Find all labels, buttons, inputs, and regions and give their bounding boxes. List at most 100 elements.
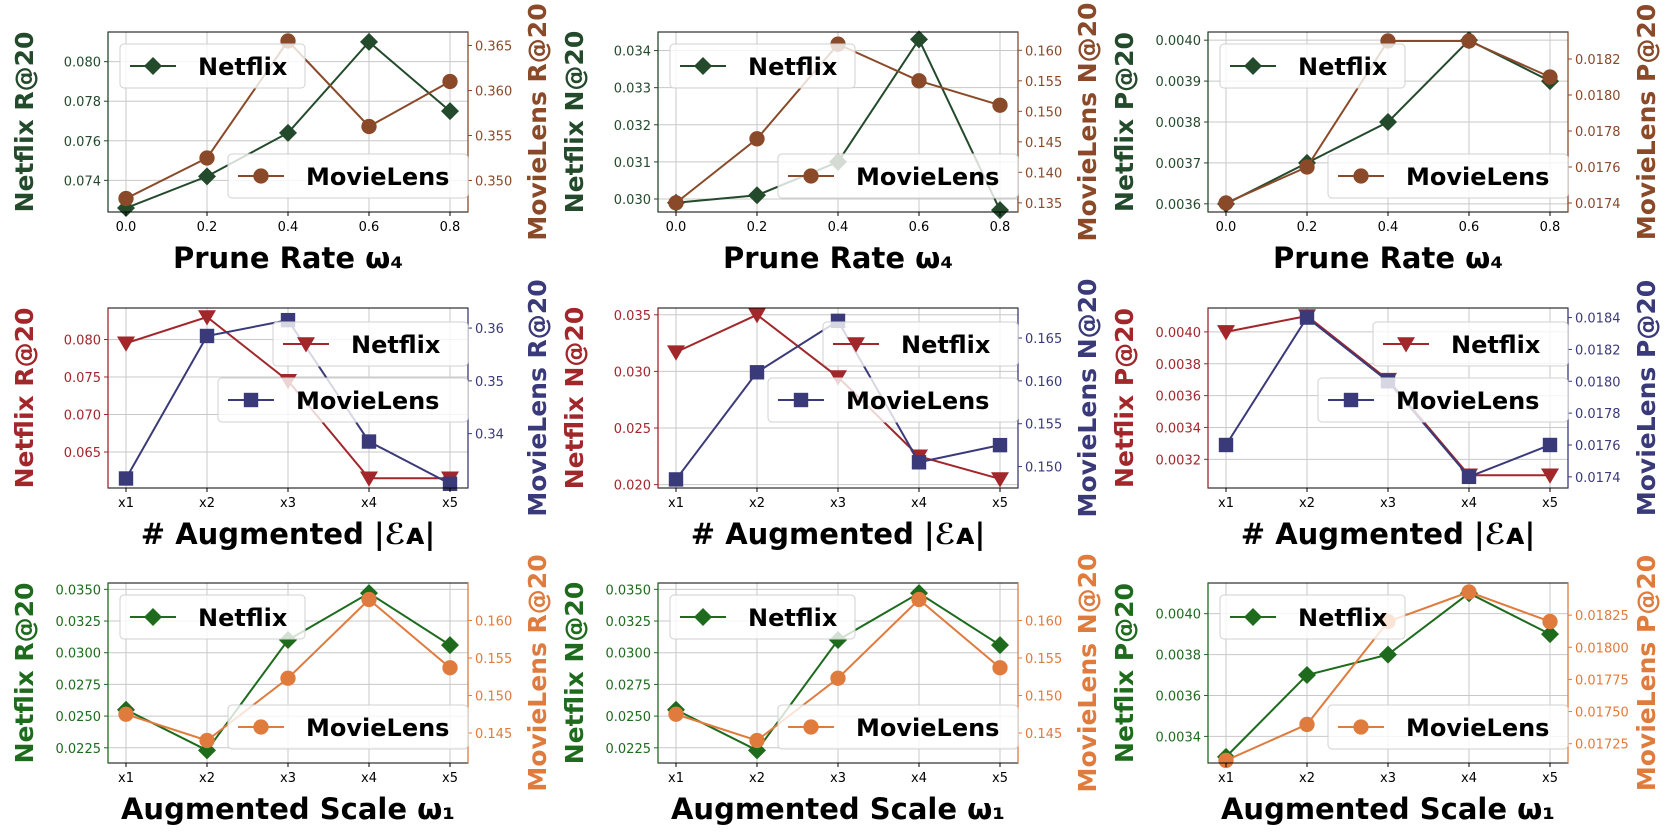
- legend-box: [1219, 43, 1406, 89]
- right-tick-label: 0.160: [1025, 375, 1062, 390]
- right-axis-label: MovieLens N@20: [1073, 3, 1102, 242]
- legend-netflix: Netflix: [119, 594, 306, 640]
- data-point-movielens: [668, 706, 684, 722]
- data-point-netflix: [991, 472, 1009, 488]
- data-point-netflix: [117, 336, 135, 352]
- data-point-movielens: [1299, 159, 1315, 175]
- right-tick-label: 0.165: [1025, 332, 1062, 347]
- left-tick-label: 0.070: [64, 409, 101, 424]
- legend-netflix: Netflix: [1372, 321, 1569, 367]
- left-axis-label: Netflix N@20: [560, 307, 589, 489]
- right-tick-label: 0.01775: [1575, 673, 1629, 688]
- left-tick-label: 0.0040: [1156, 34, 1202, 49]
- left-tick-label: 0.0036: [1156, 690, 1202, 705]
- data-point-movielens: [1461, 584, 1477, 600]
- right-tick-label: 0.365: [475, 40, 512, 55]
- right-tick-label: 0.0182: [1575, 343, 1621, 358]
- data-point-movielens: [118, 190, 134, 207]
- legend-marker: [1343, 392, 1359, 408]
- left-tick-label: 0.030: [614, 365, 651, 380]
- left-axis-label: Netflix R@20: [10, 32, 39, 213]
- left-tick-label: 0.0038: [1156, 649, 1202, 664]
- x-axis-label: # Augmented |ℰᴀ|: [691, 517, 985, 551]
- left-tick-label: 0.033: [614, 82, 651, 97]
- legend-movielens: MovieLens: [1327, 153, 1569, 199]
- legend-box: [822, 321, 1019, 367]
- x-tick-label: x5: [992, 496, 1008, 511]
- left-tick-label: 0.025: [614, 422, 651, 437]
- x-tick-label: 0.4: [278, 220, 299, 235]
- left-tick-label: 0.035: [614, 309, 651, 324]
- legend-marker: [253, 719, 269, 735]
- data-point-movielens: [1218, 195, 1234, 211]
- left-tick-label: 0.0225: [606, 742, 652, 757]
- data-point-netflix: [360, 471, 378, 487]
- legend-movielens: MovieLens: [217, 377, 469, 423]
- x-tick-label: x1: [118, 496, 134, 511]
- data-point-netflix: [748, 308, 766, 324]
- data-point-netflix: [1379, 113, 1397, 131]
- x-tick-label: 0.6: [909, 220, 930, 235]
- x-tick-label: 0.4: [828, 220, 849, 235]
- data-point-netflix: [279, 123, 297, 142]
- data-point-movielens: [668, 472, 684, 487]
- right-axis-label: MovieLens R@20: [523, 554, 552, 791]
- legend-movielens: MovieLens: [1317, 377, 1569, 423]
- data-point-movielens: [1542, 69, 1558, 85]
- data-point-netflix: [198, 167, 216, 186]
- legend-marker: [803, 719, 819, 735]
- right-tick-label: 0.150: [475, 690, 512, 705]
- data-point-movielens: [442, 476, 458, 491]
- left-tick-label: 0.080: [64, 334, 101, 349]
- data-point-movielens: [830, 670, 846, 686]
- legend-box: [119, 43, 306, 89]
- right-tick-label: 0.160: [1025, 44, 1062, 59]
- x-tick-label: x2: [749, 771, 765, 786]
- data-point-netflix: [910, 30, 928, 49]
- left-tick-label: 0.0250: [606, 710, 652, 725]
- legend-movielens: MovieLens: [777, 704, 1019, 750]
- x-tick-label: x4: [361, 771, 377, 786]
- left-axis-label: Netflix P@20: [1110, 32, 1139, 212]
- x-tick-label: x3: [280, 496, 296, 511]
- x-tick-label: 0.8: [990, 220, 1011, 235]
- x-tick-label: x2: [1299, 771, 1315, 786]
- right-tick-label: 0.160: [475, 615, 512, 630]
- left-tick-label: 0.0325: [606, 615, 652, 630]
- legend-netflix: Netflix: [119, 43, 306, 89]
- legend-label: Netflix: [748, 53, 838, 81]
- right-tick-label: 0.155: [1025, 418, 1062, 433]
- left-axis-label: Netflix N@20: [560, 31, 589, 213]
- right-tick-label: 0.0178: [1575, 407, 1621, 422]
- data-point-movielens: [749, 131, 765, 147]
- data-point-netflix: [441, 636, 459, 655]
- data-point-movielens: [361, 434, 377, 449]
- legend-label: Netflix: [1451, 331, 1541, 359]
- left-tick-label: 0.080: [64, 56, 101, 71]
- legend-netflix: Netflix: [669, 594, 856, 640]
- legend-box: [227, 153, 469, 199]
- right-tick-label: 0.355: [475, 130, 512, 145]
- data-point-movielens: [1218, 752, 1234, 769]
- legend-box: [669, 43, 856, 89]
- data-point-movielens: [361, 118, 377, 135]
- legend-marker: [694, 57, 712, 75]
- data-point-movielens: [361, 591, 377, 608]
- legend-marker: [1353, 719, 1369, 735]
- left-axis-label: Netflix P@20: [1110, 308, 1139, 488]
- x-tick-label: x3: [280, 771, 296, 786]
- right-tick-label: 0.01725: [1575, 738, 1629, 753]
- right-tick-label: 0.0182: [1575, 53, 1621, 68]
- left-tick-label: 0.030: [614, 193, 651, 208]
- legend-label: MovieLens: [306, 163, 449, 191]
- legend-netflix: Netflix: [822, 321, 1019, 367]
- data-point-netflix: [1541, 625, 1559, 644]
- left-tick-label: 0.0040: [1156, 326, 1202, 341]
- x-tick-label: 0.6: [1459, 220, 1480, 235]
- left-tick-label: 0.0034: [1156, 730, 1202, 745]
- x-tick-label: x3: [1380, 496, 1396, 511]
- data-point-movielens: [668, 195, 684, 211]
- left-tick-label: 0.031: [614, 156, 651, 171]
- legend-netflix: Netflix: [669, 43, 856, 89]
